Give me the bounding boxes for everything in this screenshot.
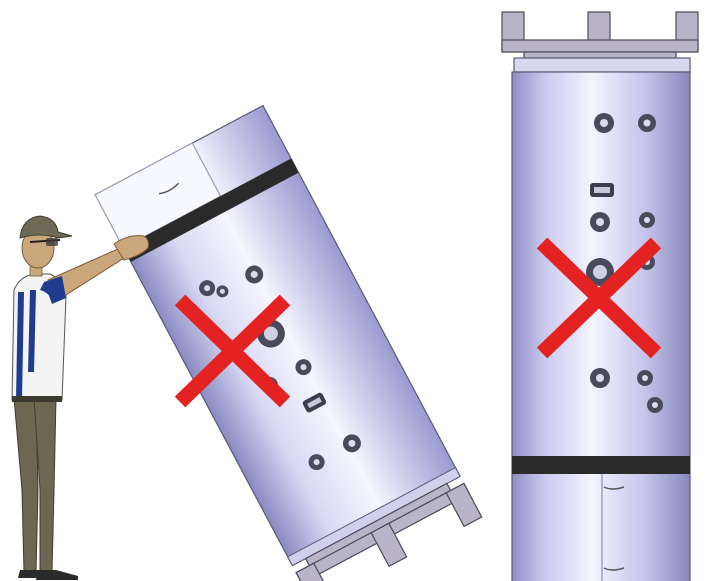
tilted-cylinder xyxy=(94,104,483,581)
tilted-cylinder-band xyxy=(123,158,299,262)
trousers xyxy=(13,397,57,573)
tilted-bottom-frame xyxy=(295,482,483,581)
shirt xyxy=(11,273,67,401)
upright-cylinder xyxy=(501,11,699,581)
cap xyxy=(19,215,73,239)
red-cross-mark xyxy=(174,294,291,408)
shoes xyxy=(18,570,78,580)
top-frame xyxy=(501,11,699,59)
hand xyxy=(113,235,149,261)
cylinder-body xyxy=(511,71,691,581)
red-cross-mark xyxy=(536,237,662,359)
cylinder-band xyxy=(512,456,690,474)
fittings xyxy=(586,113,663,413)
person-figure xyxy=(11,215,149,580)
top-ring xyxy=(513,57,691,73)
